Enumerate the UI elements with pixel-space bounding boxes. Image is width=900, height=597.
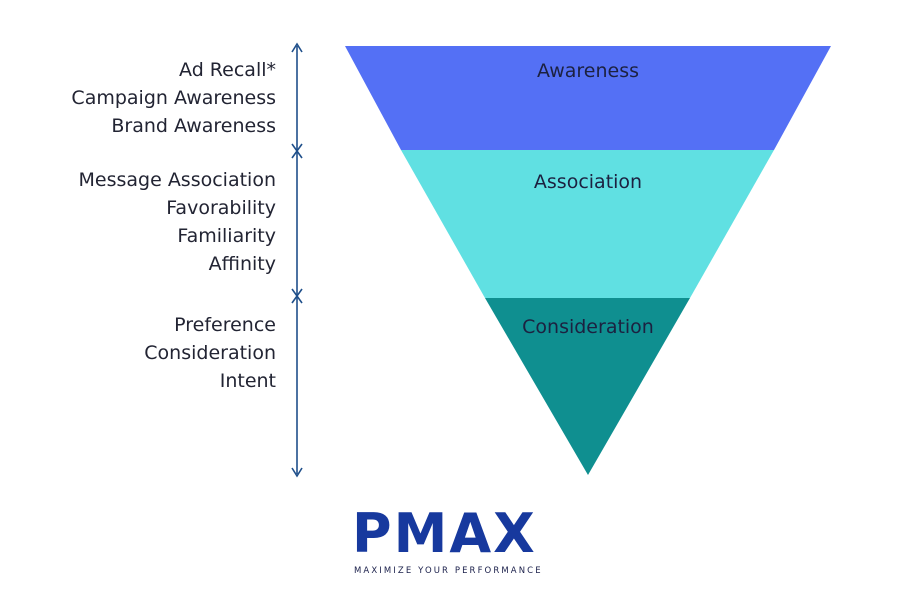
metric-item: Favorability: [166, 197, 276, 219]
metric-item: Campaign Awareness: [71, 87, 276, 109]
arrow-up-icon: [291, 42, 303, 53]
funnel-stage-awareness: [345, 46, 831, 150]
arrow-up-icon: [291, 149, 303, 159]
metric-item: Consideration: [144, 342, 276, 364]
arrow-down-icon: [291, 467, 303, 478]
metric-item: Familiarity: [177, 225, 276, 247]
funnel-stage-consideration: [485, 298, 690, 475]
stage-label-consideration: Consideration: [522, 316, 654, 338]
metric-item: Brand Awareness: [111, 115, 276, 137]
metric-item: Affinity: [208, 253, 276, 275]
metric-group-consideration: Preference Consideration Intent: [144, 311, 276, 395]
metric-item: Message Association: [78, 169, 277, 191]
metric-group-association: Message Association Favorability Familia…: [79, 166, 277, 278]
metric-group-awareness: Ad Recall* Campaign Awareness Brand Awar…: [71, 56, 276, 140]
funnel-stage-association: [401, 150, 774, 298]
pmax-logo: PMAX MAXIMIZE YOUR PERFORMANCE: [352, 504, 552, 584]
arrow-up-icon: [291, 294, 303, 304]
logo-wordmark: PMAX: [352, 502, 537, 565]
logo-tagline: MAXIMIZE YOUR PERFORMANCE: [354, 566, 543, 576]
metric-item: Preference: [174, 314, 276, 336]
metric-item: Intent: [219, 370, 276, 392]
metric-item: Ad Recall*: [179, 59, 276, 81]
stage-label-association: Association: [534, 171, 642, 193]
bracket: [291, 42, 303, 478]
stage-label-awareness: Awareness: [537, 60, 639, 82]
